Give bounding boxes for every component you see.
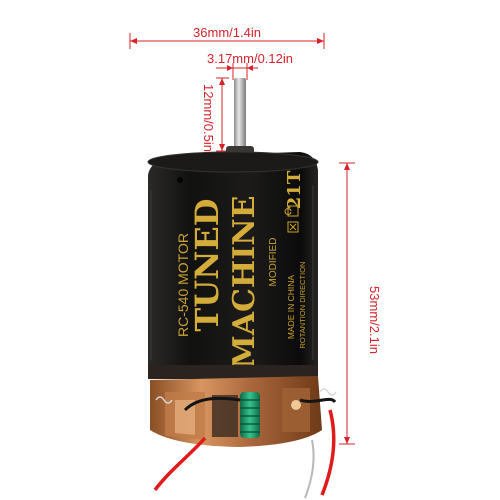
shaft-length-dimension: 12mm/0.5in: [201, 77, 229, 152]
red-wire: [153, 436, 207, 492]
black-wire: [183, 396, 241, 412]
height-dimension: 53mm/2.1in: [339, 162, 382, 445]
motor-shaft: [234, 78, 246, 154]
certification-marks: [284, 205, 299, 233]
heatsink: [240, 392, 260, 438]
width-label: 36mm/1.4in: [193, 25, 261, 40]
made-in-label: MADE IN CHINA: [286, 275, 296, 340]
brand-line-2: MACHINE: [227, 195, 262, 368]
turns-label: 21T: [284, 170, 305, 209]
motor-can: [148, 152, 318, 372]
motor-model-label: RC-540 MOTOR: [175, 233, 191, 337]
motor: RC-540 MOTOR TUNED MACHINE MODIFIED MADE…: [147, 78, 337, 499]
brand-line-1: TUNED: [188, 198, 226, 331]
brush-springs: [155, 388, 337, 404]
modified-label: MODIFIED: [268, 238, 279, 287]
width-dimension: 36mm/1.4in: [129, 25, 325, 49]
height-label: 53mm/2.1in: [367, 286, 382, 354]
shaft-diameter-label: 3.17mm/0.12in: [207, 51, 293, 66]
endbell-band: [148, 365, 318, 379]
shaft-diameter-dimension: 3.17mm/0.12in: [207, 51, 293, 80]
shaft-length-label: 12mm/0.5in: [201, 84, 216, 152]
rotation-label: ROTANTION DIRECTION: [298, 262, 307, 349]
